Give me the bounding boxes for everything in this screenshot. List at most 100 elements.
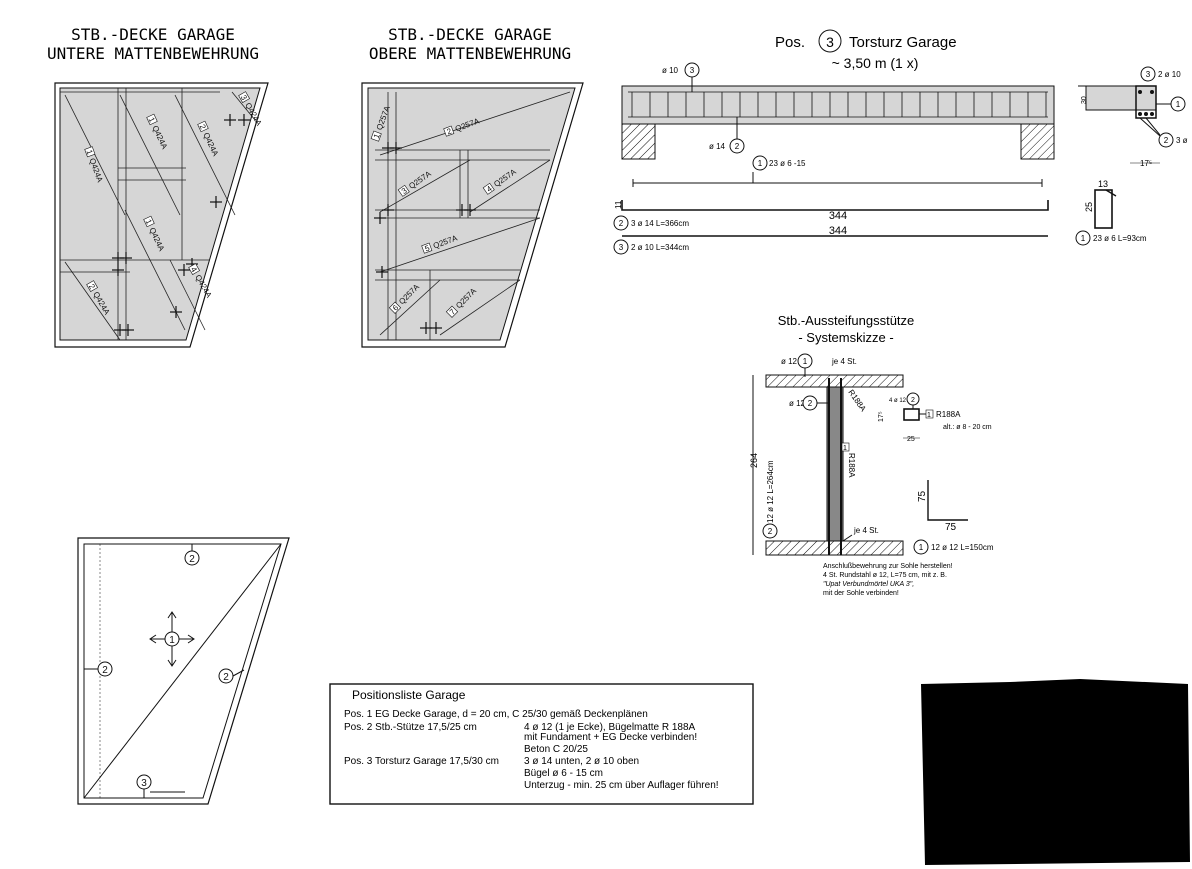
- legend-row-right: Unterzug - min. 25 cm über Auflager führ…: [524, 780, 719, 791]
- note-line-1: Anschlußbewehrung zur Sohle herstellen!: [823, 563, 953, 570]
- section-top-label: 2 ø 10: [1158, 70, 1181, 79]
- note-line-2: 4 St. Rundstahl ø 12, L=75 cm, mit z. B.: [823, 572, 947, 579]
- mat-label-pos: 7: [448, 307, 458, 317]
- bottom-bar-pos: 2: [735, 142, 740, 151]
- column-mid-bar: ø 12: [789, 399, 806, 408]
- stirrup-label: 23 ø 6 -15: [769, 159, 806, 168]
- mat-label-pos: 5: [424, 243, 432, 253]
- section-w: 25: [907, 436, 915, 443]
- plan-outline-outer: [77, 537, 290, 805]
- legend-box: [329, 683, 754, 805]
- mat-crosses: [112, 114, 250, 336]
- upper-title-1: STB.-DECKE GARAGE: [388, 25, 552, 44]
- column-je-top: je 4 St.: [831, 357, 857, 366]
- column-subtitle: - Systemskizze -: [798, 330, 893, 345]
- bar-2-shape: [621, 200, 1049, 211]
- section-mat: R188A: [936, 410, 961, 419]
- top-bar-label: ø 10: [662, 66, 679, 75]
- mat-label-pos: 3: [400, 186, 409, 196]
- bar-2-length: 344: [829, 210, 847, 222]
- stirrup-height: 25: [1084, 202, 1094, 212]
- mat-label-pos: 2: [446, 126, 454, 136]
- bar-2-text: 3 ø 14 L=366cm: [631, 219, 689, 228]
- stirrup-shape-text: 23 ø 6 L=93cm: [1093, 234, 1147, 243]
- hook-text: 12 ø 12 L=150cm: [931, 543, 994, 552]
- lower-mat-panel: STB.-DECKE GARAGE UNTERE MATTENBEWEHRUNG: [47, 25, 269, 348]
- section-mat-pos: 1: [927, 412, 931, 419]
- column-detail: Stb.-Aussteifungsstütze - Systemskizze -…: [749, 313, 994, 597]
- upper-mat-panel: STB.-DECKE GARAGE OBERE MATTENBEWEHRUNG: [361, 25, 584, 348]
- column-mat-top: R188A: [846, 388, 868, 414]
- column-top-bar: ø 12: [781, 357, 798, 366]
- beam-cross-section: 30 3 2 ø 10 1 2 3 ø 17⁵: [1078, 66, 1188, 168]
- marker-pos: 2: [189, 554, 195, 565]
- marker-pos: 3: [141, 778, 147, 789]
- mat-label-pos: 1: [84, 149, 94, 157]
- plan-diagonal: [83, 543, 282, 799]
- column-section: 4 ø 12 2 1 R188A alt.: ø 8 - 20 cm 17⁵ 2…: [878, 392, 992, 443]
- mat-label-pos: 6: [391, 303, 401, 313]
- mat-crosses: [374, 142, 476, 334]
- marker-pos: 2: [223, 672, 229, 683]
- legend-row-left: Pos. 1 EG Decke Garage, d = 20 cm, C 25/…: [344, 709, 648, 720]
- hook-h: 75: [945, 522, 957, 533]
- redaction-block: [921, 679, 1190, 865]
- column-mat-mid: R188A: [847, 453, 856, 478]
- column-long-pos: 2: [768, 527, 773, 536]
- column-top-slab: [765, 374, 904, 388]
- mat-label-pos: 3: [239, 93, 249, 102]
- column-je-bottom: je 4 St.: [853, 526, 879, 535]
- bar-2-pos: 2: [619, 219, 624, 228]
- section-bar-pos: 2: [911, 397, 915, 404]
- column-top-pos: 1: [803, 357, 808, 366]
- section-right-pos: 1: [1176, 100, 1181, 109]
- stirrup-width: 13: [1098, 179, 1108, 189]
- legend-row-right: Beton C 20/25: [524, 744, 588, 755]
- column-height: 264: [749, 453, 759, 468]
- section-depth: 30: [1081, 96, 1088, 104]
- position-list: Positionsliste Garage Pos. 1 EG Decke Ga…: [329, 683, 754, 805]
- position-plan: 1 2 2 2 3: [77, 537, 290, 805]
- mat-label-pos: 4: [189, 265, 199, 274]
- mat-label-pos: 4: [485, 184, 494, 194]
- stirrup-shape-pos: 1: [1081, 234, 1086, 243]
- beam-subtitle: ~ 3,50 m (1 x): [832, 55, 919, 71]
- slab-outline-outer: [361, 82, 584, 348]
- upper-title-2: OBERE MATTENBEWEHRUNG: [369, 44, 571, 63]
- section-bottom-pos: 2: [1164, 136, 1169, 145]
- legend-rows: Pos. 1 EG Decke Garage, d = 20 cm, C 25/…: [344, 709, 719, 791]
- mat-label-pos: 2: [198, 123, 208, 131]
- hook-bar: 75 75 1 12 ø 12 L=150cm: [913, 480, 994, 555]
- mat-label-pos: 1: [147, 116, 157, 124]
- bar-3-text: 2 ø 10 L=344cm: [631, 243, 689, 252]
- stirrup-pos: 1: [758, 159, 763, 168]
- column-base-slab: [765, 540, 904, 556]
- section-h: 17⁵: [878, 411, 885, 422]
- beam-stirrups: [628, 91, 1048, 118]
- bar-bend-label: 11: [614, 200, 623, 209]
- lower-title-1: STB.-DECKE GARAGE: [71, 25, 235, 44]
- slab-outline-outer: [54, 82, 269, 348]
- stirrup-shape: 13 25 1 23 ø 6 L=93cm: [1075, 179, 1147, 246]
- legend-row-left: Pos. 2 Stb.-Stütze 17,5/25 cm: [344, 722, 477, 733]
- hook-pos: 1: [919, 543, 924, 552]
- mat-label-pos: 1: [372, 132, 382, 140]
- section-top-pos: 3: [1146, 70, 1151, 79]
- bottom-bar-label: ø 14: [709, 142, 726, 151]
- beam-detail: Pos. 3 Torsturz Garage ~ 3,50 m (1 x): [613, 29, 1188, 255]
- section-bottom-label: 3 ø: [1176, 136, 1188, 145]
- position-markers: 1 2 2 2 3: [84, 544, 245, 798]
- legend-row-right: Bügel ø 6 - 15 cm: [524, 768, 603, 779]
- top-bar-pos: 3: [690, 66, 695, 75]
- slab-outline-inner: [59, 87, 261, 341]
- beam-title-prefix: Pos.: [775, 34, 805, 51]
- beam-pos-number: 3: [826, 34, 834, 50]
- lower-title-2: UNTERE MATTENBEWEHRUNG: [47, 44, 259, 63]
- hook-v: 75: [917, 490, 928, 502]
- slab-outline-inner: [367, 87, 576, 341]
- marker-pos: 2: [102, 665, 108, 676]
- column-long-text: 12 ø 12 L=264cm: [766, 460, 775, 523]
- mat-lines: [375, 91, 571, 340]
- section-alt: alt.: ø 8 - 20 cm: [943, 424, 992, 431]
